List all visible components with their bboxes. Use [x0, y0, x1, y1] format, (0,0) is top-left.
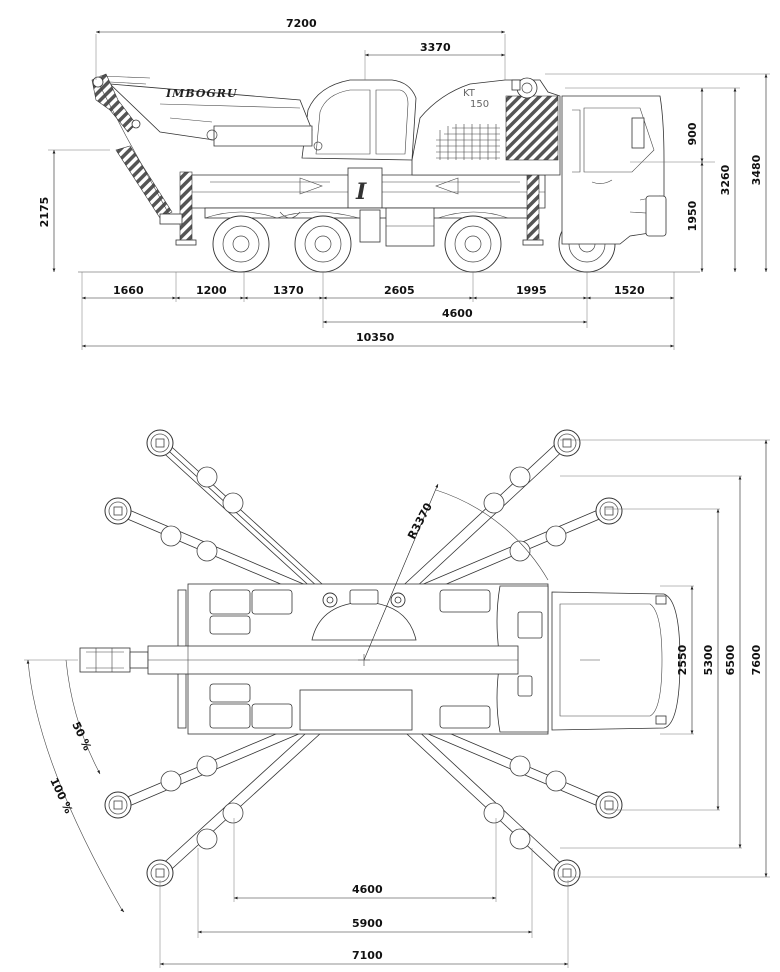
outrigger-pad — [146, 429, 174, 457]
front-bumper — [645, 195, 667, 237]
plan-dimensions-right: 2550 5300 6500 7600 — [560, 439, 770, 878]
counterweight — [299, 689, 413, 731]
wheel — [294, 215, 352, 273]
boom-plan — [79, 645, 600, 675]
label-r3370: R3370 — [405, 500, 435, 541]
dim-5300: 5300 — [702, 644, 715, 675]
dim-2175: 2175 — [38, 197, 51, 228]
dim-1950: 1950 — [686, 200, 699, 231]
outrigger-pad — [104, 497, 132, 525]
front-outrigger-leg — [526, 171, 540, 243]
dim-4600-plan: 4600 — [352, 883, 383, 896]
dim-1520: 1520 — [614, 284, 645, 297]
model-badge-line2: 150 — [470, 99, 489, 110]
dim-7200: 7200 — [286, 17, 317, 30]
boom: IMBOGRU — [108, 83, 313, 147]
dim-1660: 1660 — [113, 284, 144, 297]
outrigger-beams — [117, 438, 610, 878]
label-100-percent: 100 % — [47, 776, 75, 816]
dim-3480: 3480 — [750, 154, 763, 185]
dim-1370: 1370 — [273, 284, 304, 297]
dim-1995: 1995 — [516, 284, 547, 297]
dim-3260: 3260 — [719, 164, 732, 195]
dim-6500: 6500 — [724, 644, 737, 675]
dim-5900: 5900 — [352, 917, 383, 930]
dim-7100: 7100 — [352, 949, 383, 962]
boom-tip — [79, 647, 131, 673]
outrigger-pad — [595, 791, 623, 819]
battery-box — [385, 207, 435, 247]
dim-2550: 2550 — [676, 644, 689, 675]
outrigger-pad — [553, 859, 581, 887]
wheel — [212, 215, 270, 273]
chassis: I — [185, 167, 546, 247]
dim-1200: 1200 — [196, 284, 227, 297]
side-dimensions: 7200 3370 3480 3260 900 1950 2175 — [38, 17, 770, 350]
label-50-percent: 50 % — [69, 720, 94, 753]
svg-text:I: I — [355, 179, 367, 205]
turret-hatching — [505, 95, 559, 161]
model-badge-line1: KT — [463, 88, 476, 99]
superstructure: KT 150 — [411, 77, 561, 176]
plan-dimensions-bottom: 4600 5900 7100 — [159, 818, 569, 968]
arc-50-percent — [65, 659, 99, 771]
arc-100-percent — [27, 659, 123, 911]
dim-7600: 7600 — [750, 644, 763, 675]
brand-label: IMBOGRU — [165, 87, 238, 100]
dim-10350: 10350 — [356, 331, 395, 344]
dim-3370: 3370 — [420, 41, 451, 54]
outrigger-pad — [104, 791, 132, 819]
wheels — [212, 215, 616, 273]
plan-view: R3370 50 % 100 % 2550 5300 6500 7600 — [24, 429, 770, 968]
boom-head-hatching — [91, 73, 137, 133]
outrigger-pad — [595, 497, 623, 525]
turret-grill — [436, 124, 500, 160]
truck-cab — [561, 95, 667, 245]
fuel-tank — [359, 209, 381, 243]
side-view: I — [38, 17, 770, 350]
dim-900: 900 — [686, 122, 699, 145]
cab-mirror — [631, 117, 645, 149]
rear-outrigger-leg — [179, 171, 193, 243]
wheel — [444, 215, 502, 273]
slew-radius-arc — [435, 489, 549, 581]
dim-2605: 2605 — [384, 284, 415, 297]
hook-block-hatching — [115, 145, 173, 219]
dim-4600-wheelbase: 4600 — [442, 307, 473, 320]
truck-cab-plan — [551, 591, 681, 731]
outrigger-pad — [553, 429, 581, 457]
operator-cab — [301, 79, 417, 161]
